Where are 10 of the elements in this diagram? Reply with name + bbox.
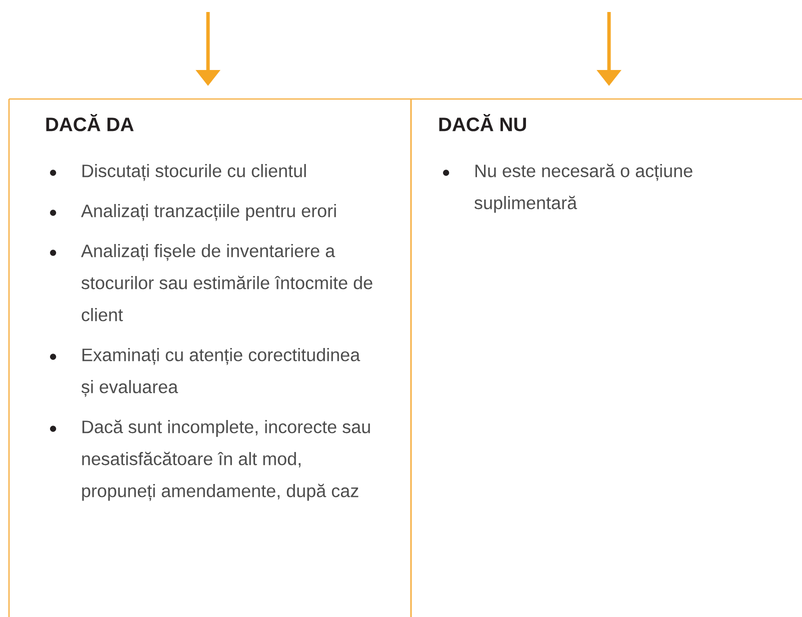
column-heading: DACĂ DA	[46, 114, 134, 132]
list-item: Discutați stocurile cu clientul	[82, 164, 306, 181]
list-item: Nu este necesară o acțiune suplimentară	[474, 164, 692, 213]
list-item: Analizați fișele de inventariere a stocurilor sau estimările întocmite de client	[81, 244, 372, 322]
list-item: Examinați cu atenție corectitudinea și evaluarea	[82, 348, 360, 397]
list-item: Dacă sunt incomplete, incorecte sau nesatisfăcătoare în alt mod, propuneți amendamente, după caz	[82, 420, 370, 501]
column-box	[8, 98, 412, 617]
list-item: Analizați tranzacțiile pentru erori	[81, 204, 336, 221]
column-box	[410, 98, 802, 617]
column-heading: DACĂ NU	[439, 114, 526, 132]
